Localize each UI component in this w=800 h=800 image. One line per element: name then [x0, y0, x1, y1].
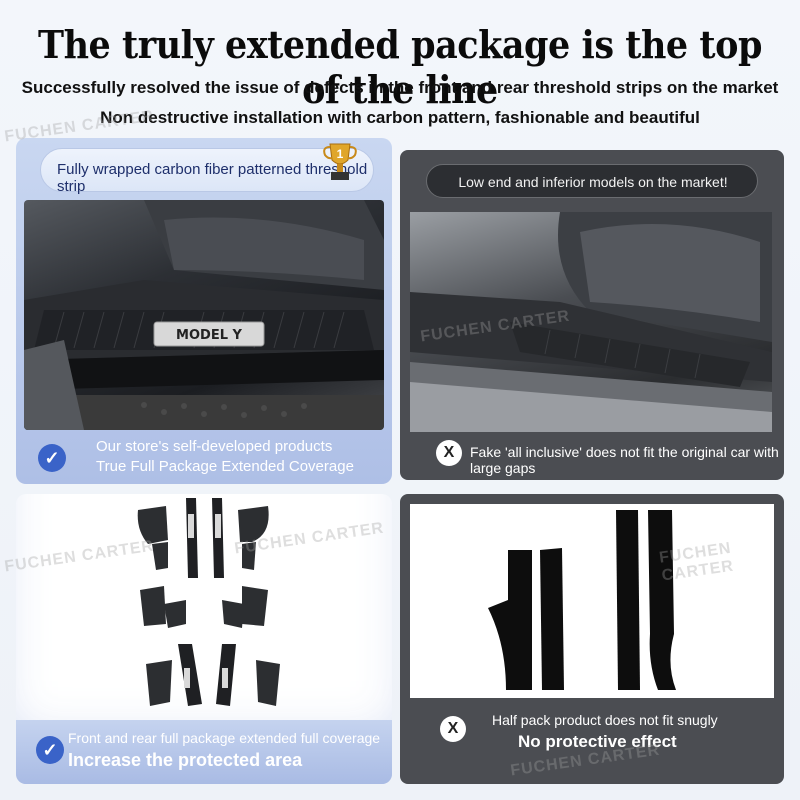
trophy-icon: 1 [323, 143, 357, 180]
half-pack-parts-illustration [488, 510, 676, 690]
check-icon: ✓ [36, 736, 64, 764]
store-product-photo: MODEL Y [24, 200, 384, 430]
page-title: The truly extended package is the top of… [38, 22, 762, 112]
kit-part [164, 600, 186, 628]
kit-strip-plate [188, 514, 194, 538]
kit-part [140, 586, 166, 626]
inferior-product-photo [410, 212, 772, 432]
inferior-badge: Low end and inferior models on the marke… [426, 164, 758, 198]
model-plate-text: MODEL Y [176, 328, 242, 343]
check-icon: ✓ [38, 444, 66, 472]
kit-part [242, 542, 256, 570]
subtitle-installation: Non destructive installation with carbon… [100, 108, 700, 127]
half-pack-part [540, 548, 564, 690]
kit-part [152, 542, 168, 570]
full-package-caption: ✓ Front and rear full package extended f… [16, 720, 392, 784]
kit-part [137, 506, 168, 544]
half-pack-card: X Half pack product does not fit snugly … [400, 494, 784, 784]
product-badge: Fully wrapped carbon fiber patterned thr… [40, 148, 374, 195]
full-kit-parts-illustration [137, 498, 280, 706]
kit-part [146, 660, 172, 706]
caption-no-protection: No protective effect [518, 732, 677, 751]
kit-part [242, 586, 268, 626]
kit-strip-plate [222, 668, 228, 688]
inferior-caption: Fake 'all inclusive' does not fit the or… [470, 444, 779, 476]
half-pack-strip [616, 510, 640, 690]
car-threshold-photo: MODEL Y [24, 200, 384, 430]
store-product-caption: ✓ Our store's self-developed products Tr… [16, 434, 392, 482]
inferior-product-card: Low end and inferior models on the marke… [400, 150, 784, 480]
product-badge-label: Fully wrapped carbon fiber patterned thr… [57, 161, 368, 195]
full-package-card: ✓ Front and rear full package extended f… [16, 494, 392, 784]
kit-part [238, 506, 269, 542]
store-product-card: Fully wrapped carbon fiber patterned thr… [16, 138, 392, 484]
header: The truly extended package is the top of… [0, 0, 800, 140]
subtitle-defects: Successfully resolved the issue of defec… [21, 78, 779, 97]
caption-full-coverage: True Full Package Extended Coverage [96, 458, 354, 475]
caption-front-rear: Front and rear full package extended ful… [68, 730, 381, 746]
trophy-digit: 1 [337, 147, 344, 161]
half-pack-parts [410, 504, 774, 698]
inferior-badge-label: Low end and inferior models on the marke… [458, 174, 728, 190]
half-pack-strip [648, 510, 676, 690]
kit-strip-plate [184, 668, 190, 688]
kit-part [222, 600, 244, 628]
kit-strip-plate [215, 514, 221, 538]
x-icon: X [436, 440, 462, 466]
half-pack-part [488, 550, 532, 690]
caption-not-fit: Half pack product does not fit snugly [492, 712, 718, 728]
inferior-threshold-photo [410, 212, 772, 432]
caption-self-developed: Our store's self-developed products [96, 438, 333, 455]
caption-increase-area: Increase the protected area [68, 750, 303, 770]
kit-part [256, 660, 280, 706]
x-icon: X [440, 716, 466, 742]
